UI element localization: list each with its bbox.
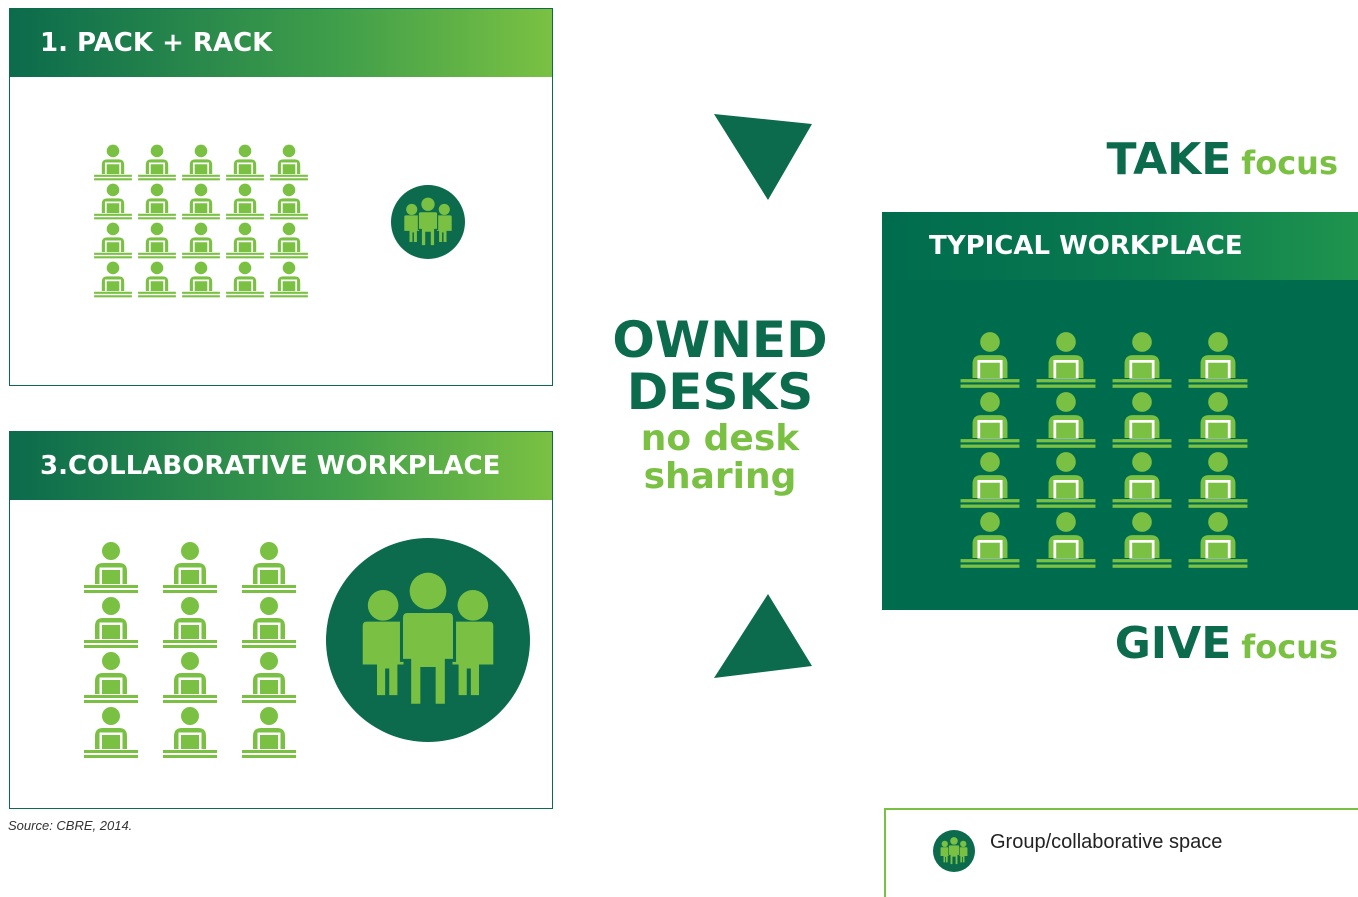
person-at-desk-icon [180, 182, 222, 221]
typical-workplace-panel: TYPICAL WORKPLACE [882, 212, 1358, 610]
person-at-desk-icon [268, 182, 310, 221]
typical-desk-grid [954, 330, 1254, 570]
person-at-desk-icon [180, 260, 222, 299]
pack-rack-panel: 1. PACK + RACK [9, 8, 553, 386]
person-at-desk-icon [1182, 390, 1254, 450]
person-at-desk-icon [1106, 510, 1178, 570]
person-at-desk-icon [1030, 330, 1102, 390]
legend-box: Group/collaborative space [884, 808, 1358, 897]
person-at-desk-icon [268, 221, 310, 260]
person-at-desk-icon [954, 510, 1026, 570]
person-at-desk-icon [1030, 510, 1102, 570]
desks-line: DESKS [626, 363, 814, 421]
person-at-desk-icon [268, 143, 310, 182]
take-label: TAKE [1106, 134, 1232, 185]
person-at-desk-icon [157, 705, 223, 760]
person-at-desk-icon [1030, 450, 1102, 510]
person-at-desk-icon [136, 143, 178, 182]
person-at-desk-icon [236, 705, 302, 760]
person-at-desk-icon [92, 182, 134, 221]
person-at-desk-icon [1106, 390, 1178, 450]
give-focus-label: focus [1241, 628, 1338, 666]
person-at-desk-icon [78, 540, 144, 595]
pack-rack-title: 1. PACK + RACK [40, 28, 273, 58]
person-at-desk-icon [1106, 450, 1178, 510]
person-at-desk-icon [1182, 510, 1254, 570]
person-at-desk-icon [136, 182, 178, 221]
person-at-desk-icon [1182, 450, 1254, 510]
take-focus-label: focus [1241, 144, 1338, 182]
person-at-desk-icon [78, 595, 144, 650]
person-at-desk-icon [78, 650, 144, 705]
typical-header: TYPICAL WORKPLACE [882, 212, 1358, 280]
person-at-desk-icon [224, 260, 266, 299]
person-at-desk-icon [236, 540, 302, 595]
source-note: Source: CBRE, 2014. [8, 818, 133, 833]
person-at-desk-icon [1106, 330, 1178, 390]
person-at-desk-icon [78, 705, 144, 760]
person-at-desk-icon [224, 221, 266, 260]
person-at-desk-icon [224, 143, 266, 182]
arrow-up-icon [714, 594, 812, 678]
person-at-desk-icon [1182, 330, 1254, 390]
person-at-desk-icon [1030, 390, 1102, 450]
collaborative-header: 3.COLLABORATIVE WORKPLACE [10, 432, 552, 500]
group-people-icon [933, 830, 975, 872]
no-desk-line: no desk [640, 418, 800, 459]
legend-label: Group/collaborative space [990, 831, 1223, 853]
give-label: GIVE [1114, 618, 1232, 669]
owned-desks-label: OWNED DESKS no desk sharing [590, 314, 850, 496]
person-at-desk-icon [954, 450, 1026, 510]
person-at-desk-icon [92, 221, 134, 260]
person-at-desk-icon [180, 221, 222, 260]
owned-line: OWNED [612, 311, 828, 369]
person-at-desk-icon [157, 540, 223, 595]
person-at-desk-icon [180, 143, 222, 182]
group-people-icon [326, 538, 530, 742]
person-at-desk-icon [224, 182, 266, 221]
person-at-desk-icon [236, 595, 302, 650]
pack-rack-header: 1. PACK + RACK [10, 9, 552, 77]
collaborative-title: 3.COLLABORATIVE WORKPLACE [40, 451, 501, 481]
person-at-desk-icon [136, 260, 178, 299]
person-at-desk-icon [136, 221, 178, 260]
person-at-desk-icon [92, 143, 134, 182]
typical-title: TYPICAL WORKPLACE [929, 231, 1243, 261]
pack-rack-desk-grid [92, 143, 310, 299]
collaborative-panel: 3.COLLABORATIVE WORKPLACE [9, 431, 553, 809]
collaborative-desk-grid [78, 540, 302, 760]
person-at-desk-icon [954, 330, 1026, 390]
person-at-desk-icon [236, 650, 302, 705]
person-at-desk-icon [92, 260, 134, 299]
arrow-down-icon [714, 114, 812, 200]
person-at-desk-icon [157, 595, 223, 650]
sharing-line: sharing [643, 456, 797, 497]
person-at-desk-icon [954, 390, 1026, 450]
person-at-desk-icon [157, 650, 223, 705]
person-at-desk-icon [268, 260, 310, 299]
group-people-icon [391, 185, 465, 259]
